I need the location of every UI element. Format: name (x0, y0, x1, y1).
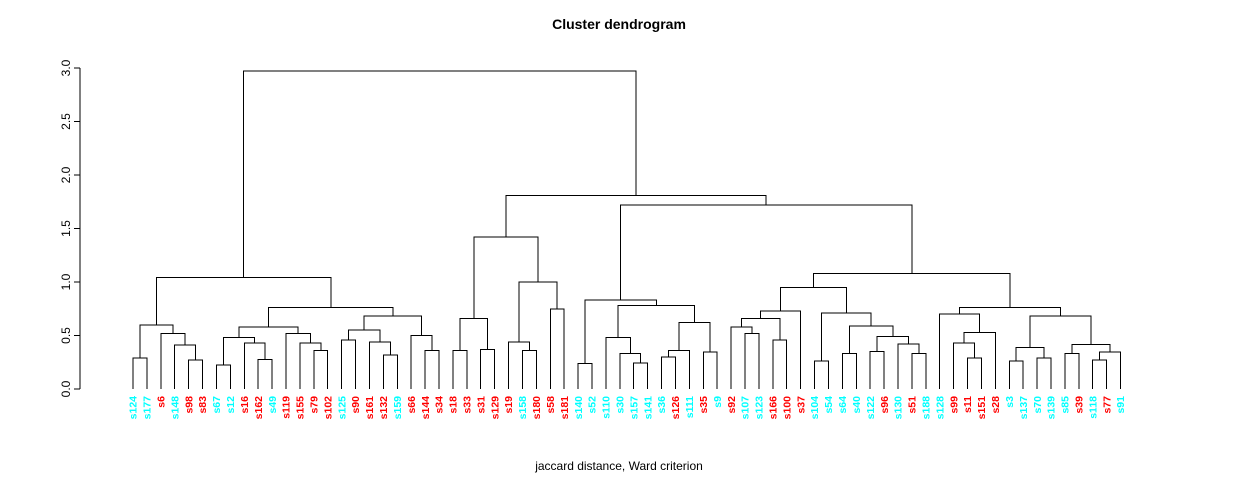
leaf-label-s99: s99 (948, 396, 960, 414)
leaf-label-s162: s162 (253, 396, 265, 420)
leaf-label-s11: s11 (962, 396, 974, 413)
leaf-label-s90: s90 (350, 396, 362, 414)
y-axis-tick-label: 1.0 (59, 273, 73, 290)
leaf-label-s79: s79 (308, 396, 320, 414)
leaf-label-s54: s54 (823, 396, 835, 414)
leaf-label-s124: s124 (128, 396, 140, 420)
leaf-label-s37: s37 (795, 396, 807, 414)
leaf-label-s33: s33 (461, 396, 473, 414)
leaf-label-s126: s126 (670, 396, 682, 420)
x-axis-label: jaccard distance, Ward criterion (535, 459, 703, 473)
leaf-label-s35: s35 (698, 396, 710, 414)
leaf-label-s132: s132 (378, 396, 390, 420)
leaf-label-s28: s28 (990, 396, 1002, 414)
leaf-label-s19: s19 (503, 396, 515, 414)
leaf-label-s140: s140 (573, 396, 585, 420)
leaf-label-s128: s128 (934, 396, 946, 420)
leaf-label-s144: s144 (420, 396, 432, 420)
leaf-label-s104: s104 (809, 396, 821, 420)
leaf-label-s166: s166 (767, 396, 779, 420)
leaf-label-s157: s157 (628, 396, 640, 420)
leaf-label-s111: s111 (684, 396, 696, 418)
leaf-label-s158: s158 (517, 396, 529, 420)
leaf-label-s98: s98 (183, 396, 195, 414)
leaf-label-s3: s3 (1004, 396, 1016, 408)
leaf-label-s188: s188 (920, 396, 932, 420)
y-axis-tick-label: 3.0 (59, 59, 73, 76)
leaf-label-s123: s123 (754, 396, 766, 420)
leaf-label-s96: s96 (879, 396, 891, 414)
y-axis-tick-label: 0.5 (59, 327, 73, 344)
leaf-label-s70: s70 (1032, 396, 1044, 414)
leaf-label-s51: s51 (907, 396, 919, 414)
leaf-label-s119: s119 (281, 396, 293, 419)
y-axis-tick-label: 2.0 (59, 166, 73, 183)
leaf-label-s125: s125 (336, 396, 348, 420)
leaf-label-s159: s159 (392, 396, 404, 420)
leaf-label-s122: s122 (865, 396, 877, 420)
chart-title: Cluster dendrogram (552, 16, 686, 32)
leaf-label-s151: s151 (976, 396, 988, 420)
leaf-label-s85: s85 (1060, 396, 1072, 414)
leaf-label-s161: s161 (364, 396, 376, 420)
leaf-label-s107: s107 (740, 396, 752, 420)
leaf-label-s34: s34 (434, 396, 446, 414)
leaf-label-s91: s91 (1115, 396, 1127, 414)
leaf-label-s12: s12 (225, 396, 237, 414)
leaf-label-s16: s16 (239, 396, 251, 414)
leaf-label-s49: s49 (267, 396, 279, 414)
leaf-label-s64: s64 (837, 396, 849, 414)
leaf-label-s30: s30 (614, 396, 626, 414)
leaf-label-s77: s77 (1101, 396, 1113, 414)
leaf-label-s110: s110 (601, 396, 613, 419)
leaf-label-s67: s67 (211, 396, 223, 414)
leaf-label-s181: s181 (559, 396, 571, 420)
leaf-label-s118: s118 (1087, 396, 1099, 419)
leaf-label-s40: s40 (851, 396, 863, 414)
leaf-label-s9: s9 (712, 396, 724, 408)
leaf-label-s148: s148 (169, 396, 181, 420)
leaf-label-s155: s155 (295, 396, 307, 420)
leaf-label-s139: s139 (1046, 396, 1058, 420)
leaf-label-s130: s130 (893, 396, 905, 420)
y-axis-tick-label: 1.5 (59, 220, 73, 237)
leaf-label-s177: s177 (142, 396, 154, 420)
leaf-label-s100: s100 (781, 396, 793, 420)
leaf-label-s141: s141 (642, 396, 654, 420)
leaf-label-s36: s36 (656, 396, 668, 414)
y-axis-tick-label: 0.0 (59, 380, 73, 397)
dendrogram-branches (132, 70, 1122, 389)
leaf-label-s6: s6 (155, 396, 167, 408)
leaf-label-s66: s66 (406, 396, 418, 414)
leaf-label-s18: s18 (448, 396, 460, 414)
leaf-label-s52: s52 (587, 396, 599, 414)
leaf-label-s39: s39 (1073, 396, 1085, 414)
y-axis-tick-label: 2.5 (59, 113, 73, 130)
y-axis: 0.0 0.5 1.0 1.5 2.0 2.5 3.0 (59, 59, 81, 397)
leaf-label-s137: s137 (1018, 396, 1030, 420)
leaf-label-s31: s31 (475, 396, 487, 414)
leaf-label-s92: s92 (726, 396, 738, 414)
leaf-label-s180: s180 (531, 396, 543, 420)
leaf-label-s83: s83 (197, 396, 209, 414)
leaf-label-s102: s102 (322, 396, 334, 420)
leaf-label-s58: s58 (545, 396, 557, 414)
leaf-label-s129: s129 (489, 396, 501, 420)
